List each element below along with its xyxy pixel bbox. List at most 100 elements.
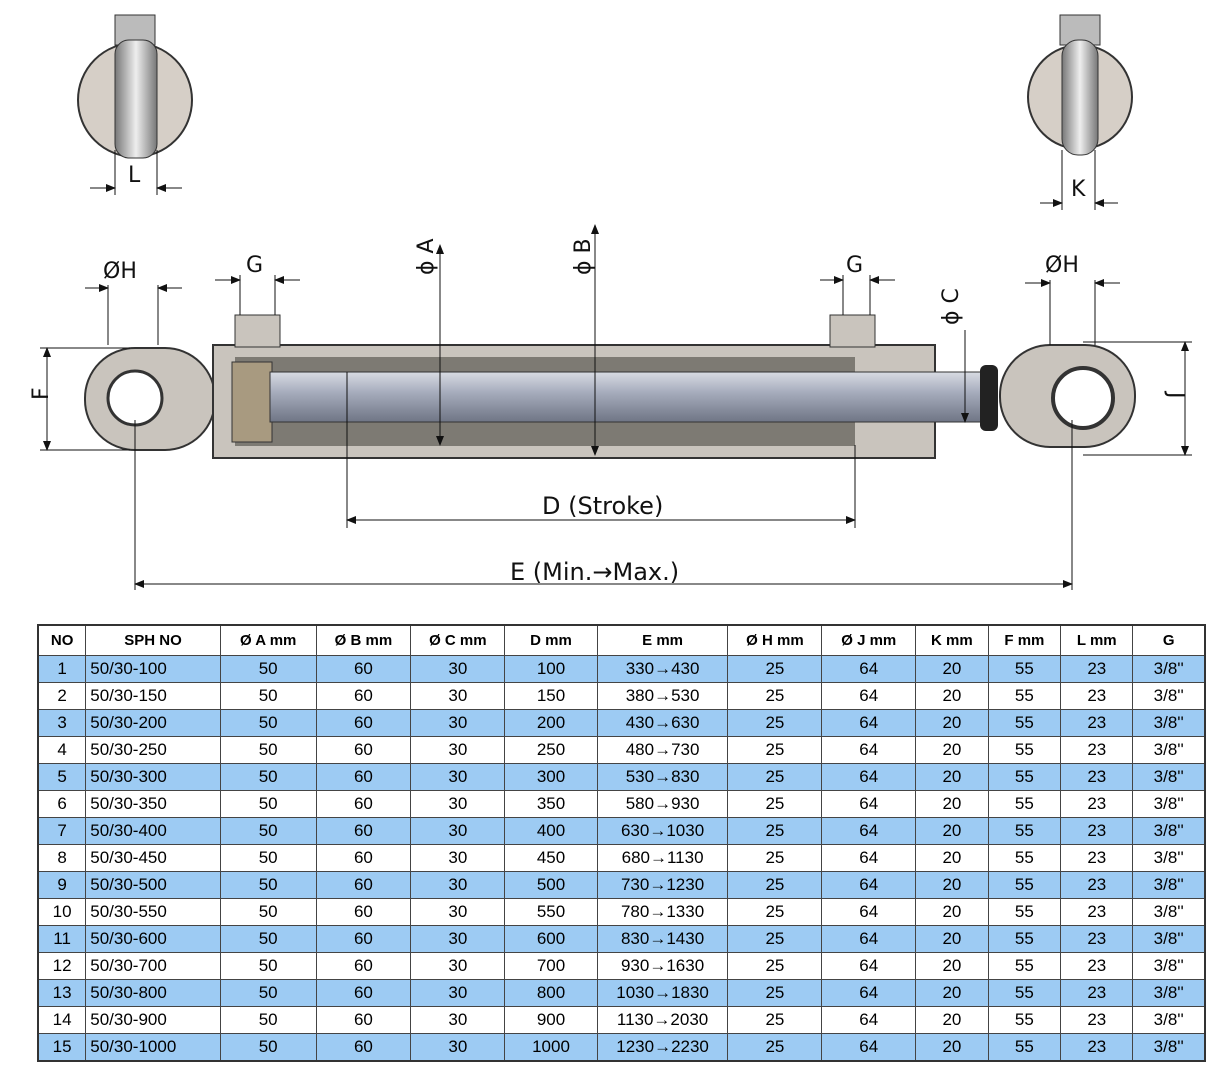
- table-cell: 3/8'': [1132, 817, 1206, 845]
- table-cell: 20: [915, 979, 989, 1007]
- table-cell: 780→1330: [596, 898, 729, 926]
- table-cell: 30: [410, 1006, 506, 1034]
- table-cell: 30: [410, 979, 506, 1007]
- table-cell: 55: [987, 817, 1062, 845]
- table-cell: 30: [410, 655, 506, 683]
- label-g-left: G: [246, 253, 263, 278]
- label-k: K: [1071, 177, 1086, 202]
- table-cell: 3/8'': [1132, 898, 1206, 926]
- table-cell: 64: [821, 1006, 917, 1034]
- table-cell: 23: [1060, 979, 1134, 1007]
- table-cell: 25: [727, 844, 823, 872]
- table-cell: 1230→2230: [596, 1033, 729, 1062]
- table-cell: 9: [37, 871, 87, 899]
- table-cell: 1130→2030: [596, 1006, 729, 1034]
- table-cell: 25: [727, 817, 823, 845]
- table-cell: 1000: [504, 1033, 598, 1062]
- column-header: G: [1132, 624, 1206, 656]
- table-cell: 64: [821, 898, 917, 926]
- table-cell: 20: [915, 763, 989, 791]
- table-cell: 50: [219, 1033, 317, 1062]
- table-cell: 60: [315, 871, 412, 899]
- table-cell: 50: [219, 709, 317, 737]
- table-cell: 3: [37, 709, 87, 737]
- table-cell: 50/30-700: [85, 952, 221, 980]
- table-cell: 30: [410, 790, 506, 818]
- table-cell: 64: [821, 871, 917, 899]
- table-cell: 64: [821, 817, 917, 845]
- table-cell: 25: [727, 898, 823, 926]
- table-cell: 3/8'': [1132, 763, 1206, 791]
- table-cell: 50/30-900: [85, 1006, 221, 1034]
- table-cell: 50/30-150: [85, 682, 221, 710]
- table-cell: 3/8'': [1132, 709, 1206, 737]
- column-header: Ø H mm: [727, 624, 823, 656]
- table-cell: 55: [987, 898, 1062, 926]
- table-cell: 20: [915, 682, 989, 710]
- table-cell: 3/8'': [1132, 844, 1206, 872]
- table-cell: 64: [821, 979, 917, 1007]
- table-cell: 23: [1060, 790, 1134, 818]
- table-cell: 20: [915, 790, 989, 818]
- table-cell: 50/30-1000: [85, 1033, 221, 1062]
- table-cell: 55: [987, 925, 1062, 953]
- table-cell: 23: [1060, 736, 1134, 764]
- table-cell: 3/8'': [1132, 979, 1206, 1007]
- table-cell: 50: [219, 979, 317, 1007]
- table-cell: 55: [987, 1006, 1062, 1034]
- column-header: NO: [37, 624, 87, 656]
- table-cell: 50/30-300: [85, 763, 221, 791]
- table-cell: 630→1030: [596, 817, 729, 845]
- table-cell: 50: [219, 655, 317, 683]
- table-cell: 60: [315, 925, 412, 953]
- table-cell: 60: [315, 682, 412, 710]
- table-cell: 25: [727, 682, 823, 710]
- table-cell: 7: [37, 817, 87, 845]
- table-cell: 25: [727, 871, 823, 899]
- label-b: ϕ B: [571, 238, 596, 275]
- table-cell: 25: [727, 1006, 823, 1034]
- table-cell: 15: [37, 1033, 87, 1062]
- table-cell: 730→1230: [596, 871, 729, 899]
- table-cell: 64: [821, 682, 917, 710]
- table-cell: 50: [219, 952, 317, 980]
- table-cell: 25: [727, 790, 823, 818]
- table-cell: 12: [37, 952, 87, 980]
- table-cell: 20: [915, 952, 989, 980]
- table-cell: 50/30-600: [85, 925, 221, 953]
- table-cell: 60: [315, 844, 412, 872]
- label-l: L: [128, 163, 141, 188]
- table-cell: 60: [315, 817, 412, 845]
- label-g-right: G: [846, 253, 863, 278]
- table-cell: 20: [915, 817, 989, 845]
- table-cell: 3/8'': [1132, 1033, 1206, 1062]
- table-cell: 55: [987, 952, 1062, 980]
- table-cell: 13: [37, 979, 87, 1007]
- table-cell: 4: [37, 736, 87, 764]
- table-cell: 580→930: [596, 790, 729, 818]
- table-cell: 30: [410, 763, 506, 791]
- table-cell: 1: [37, 655, 87, 683]
- table-cell: 3/8'': [1132, 790, 1206, 818]
- table-cell: 3/8'': [1132, 871, 1206, 899]
- table-cell: 60: [315, 1033, 412, 1062]
- table-cell: 50: [219, 844, 317, 872]
- table-cell: 150: [504, 682, 598, 710]
- table-cell: 55: [987, 790, 1062, 818]
- dimension-lines: [40, 224, 1192, 590]
- table-cell: 20: [915, 844, 989, 872]
- table-cell: 50: [219, 1006, 317, 1034]
- table-cell: 23: [1060, 871, 1134, 899]
- column-header: D mm: [504, 624, 598, 656]
- table-cell: 25: [727, 979, 823, 1007]
- table-cell: 30: [410, 925, 506, 953]
- table-cell: 5: [37, 763, 87, 791]
